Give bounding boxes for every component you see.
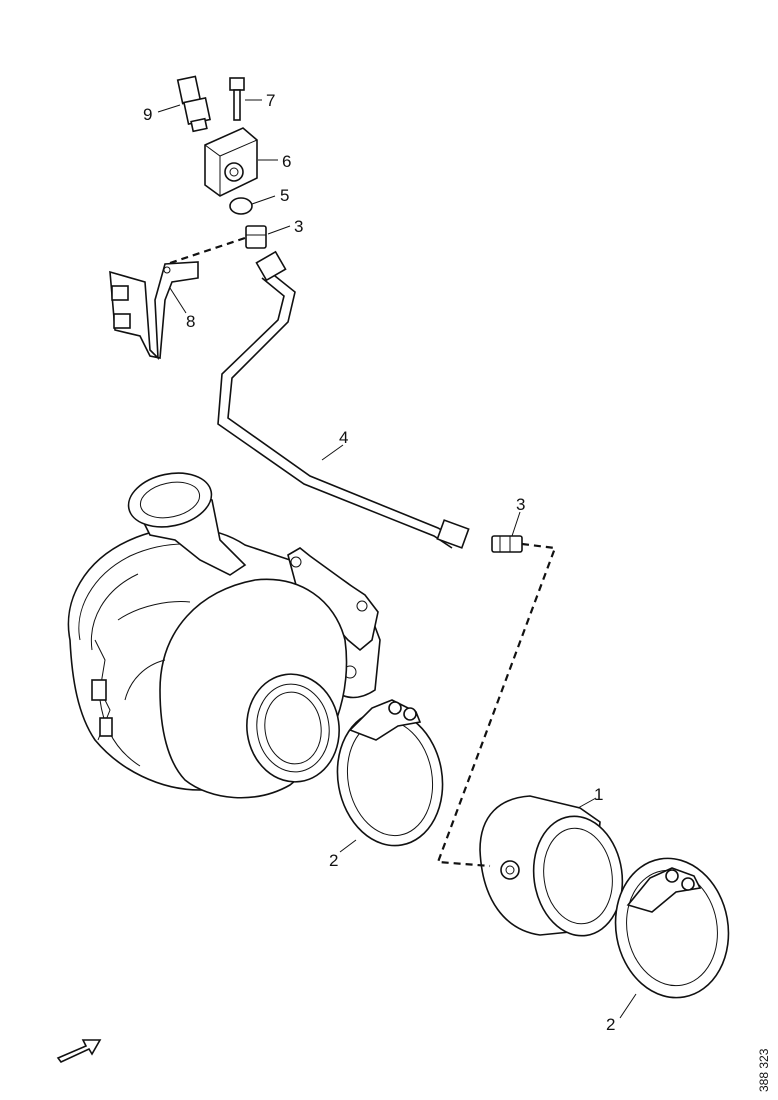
leader-2-left xyxy=(339,839,357,853)
leader-4 xyxy=(321,444,344,461)
turbocharger-assembly xyxy=(67,472,381,799)
leader-3-lower xyxy=(511,511,521,537)
callout-8: 8 xyxy=(186,312,195,331)
assembly-line-bracket xyxy=(169,235,249,265)
leader-5 xyxy=(251,195,276,205)
bracket xyxy=(109,261,199,361)
callout-3-upper: 3 xyxy=(294,217,303,236)
pipe xyxy=(217,250,470,549)
callout-6: 6 xyxy=(282,152,291,171)
direction-arrow-icon xyxy=(56,1039,102,1063)
callout-1: 1 xyxy=(594,785,603,804)
assembly-line-pipe-to-adapter xyxy=(436,542,557,868)
v-band-clamp-right xyxy=(614,857,730,999)
leader-1 xyxy=(577,797,597,809)
sealing-washer xyxy=(229,197,253,215)
leader-9 xyxy=(157,104,181,113)
callout-5: 5 xyxy=(280,186,289,205)
union-fitting-lower xyxy=(491,535,523,553)
sensor xyxy=(176,75,211,133)
adapter-pipe xyxy=(479,795,624,937)
leader-3-upper xyxy=(267,225,291,235)
v-band-clamp-left xyxy=(336,699,444,847)
callout-2-right: 2 xyxy=(606,1015,615,1034)
callout-2-left: 2 xyxy=(329,851,338,870)
leader-2-right xyxy=(619,993,637,1019)
screw xyxy=(229,77,245,121)
callout-4: 4 xyxy=(339,428,348,447)
connection-block xyxy=(204,127,258,197)
union-fitting-upper xyxy=(245,225,267,249)
callout-3-lower: 3 xyxy=(516,495,525,514)
callout-9: 9 xyxy=(143,105,152,124)
callout-7: 7 xyxy=(266,91,275,110)
leader-8 xyxy=(169,287,187,314)
reference-number: 388 323 xyxy=(757,1048,771,1092)
